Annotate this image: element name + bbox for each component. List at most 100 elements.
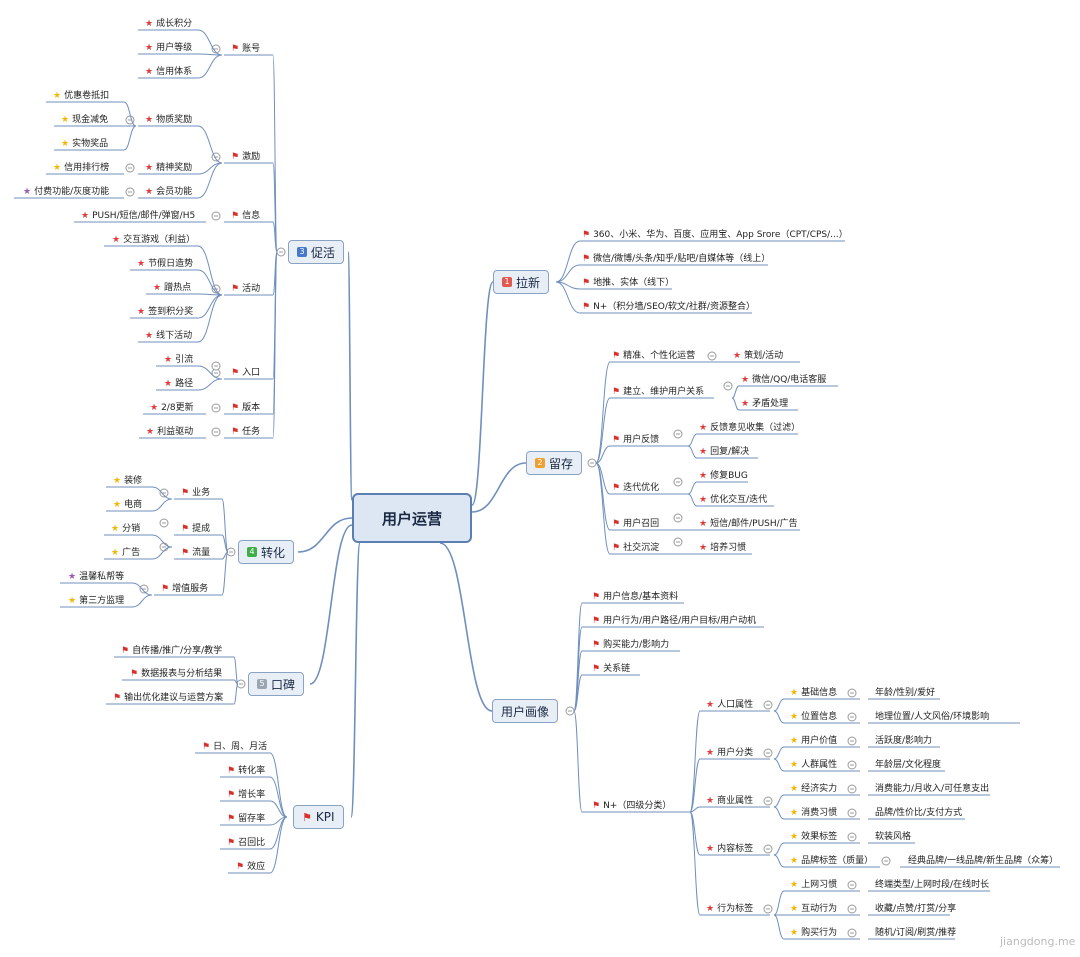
retention-detail[interactable]: ★培养习惯 (699, 543, 747, 553)
activation-leaf[interactable]: ★实物奖品 (61, 139, 109, 149)
central-topic[interactable]: 用户运营 (352, 493, 472, 543)
persona-detail[interactable]: 经典品牌/一线品牌/新生品牌（众筹） (908, 856, 1059, 866)
activation-detail[interactable]: ★引流 (164, 355, 194, 365)
persona-subcategory[interactable]: ★购买行为 (790, 928, 838, 938)
persona-detail[interactable]: 品牌/性价比/支付方式 (875, 808, 963, 818)
word-of-mouth-item[interactable]: ⚑输出优化建议与运营方案 (113, 693, 224, 703)
activation-detail[interactable]: ★蹭热点 (153, 283, 192, 293)
activation-detail[interactable]: ★用户等级 (145, 43, 193, 53)
persona-subcategory[interactable]: ★经济实力 (790, 784, 838, 794)
acquisition-item[interactable]: ⚑360、小米、华为、百度、应用宝、App Srore（CPT/CPS/...） (582, 230, 848, 240)
kpi-item[interactable]: ⚑转化率 (227, 766, 266, 776)
retention-topic[interactable]: ⚑精准、个性化运营 (612, 351, 696, 361)
persona-category[interactable]: ★人口属性 (706, 700, 754, 710)
persona-category[interactable]: ★用户分类 (706, 748, 754, 758)
activation-topic[interactable]: ⚑任务 (231, 427, 261, 437)
word-of-mouth-item[interactable]: ⚑自传播/推广/分享/教学 (121, 646, 223, 656)
conversion-detail[interactable]: ★广告 (111, 548, 141, 558)
activation-leaf[interactable]: ★付费功能/灰度功能 (23, 187, 110, 197)
persona-subcategory[interactable]: ★互动行为 (790, 904, 838, 914)
retention-topic[interactable]: ⚑用户召回 (612, 519, 660, 529)
persona-topic[interactable]: ⚑购买能力/影响力 (592, 640, 670, 650)
activation-topic[interactable]: ⚑版本 (231, 403, 261, 413)
activation-topic[interactable]: ⚑激励 (231, 152, 261, 162)
persona-subcategory[interactable]: ★基础信息 (790, 688, 838, 698)
activation-leaf[interactable]: ★优惠卷抵扣 (53, 91, 110, 101)
persona-detail[interactable]: 年龄层/文化程度 (875, 760, 942, 770)
persona-topic[interactable]: ⚑关系链 (592, 664, 631, 674)
retention-topic[interactable]: ⚑建立、维护用户关系 (612, 387, 705, 397)
retention-detail[interactable]: ★修复BUG (699, 471, 748, 481)
conversion-detail[interactable]: ★分销 (111, 524, 141, 534)
persona-topic[interactable]: ⚑用户信息/基本资料 (592, 592, 679, 602)
conversion-detail[interactable]: ★温馨私帮等 (68, 572, 125, 582)
kpi-item[interactable]: ⚑召回比 (227, 838, 266, 848)
persona-detail[interactable]: 年龄/性别/爱好 (875, 688, 936, 698)
retention-topic[interactable]: ⚑社交沉淀 (612, 543, 660, 553)
activation-detail[interactable]: ★信用体系 (145, 67, 193, 77)
conversion-detail[interactable]: ★电商 (113, 500, 143, 510)
retention-detail[interactable]: ★策划/活动 (733, 351, 784, 361)
activation-detail[interactable]: ★精神奖励 (145, 163, 193, 173)
retention-detail[interactable]: ★矛盾处理 (741, 399, 789, 409)
retention-detail[interactable]: ★短信/邮件/PUSH/广告 (699, 519, 798, 529)
activation-topic[interactable]: ⚑入口 (231, 368, 261, 378)
conversion-detail[interactable]: ★第三方监理 (68, 596, 125, 606)
word-of-mouth-item[interactable]: ⚑数据报表与分析结果 (130, 669, 223, 679)
activation-leaf[interactable]: ★信用排行榜 (53, 163, 110, 173)
conversion-topic[interactable]: ⚑提成 (181, 524, 211, 534)
activation-detail[interactable]: ★节假日造势 (137, 259, 194, 269)
activation-detail[interactable]: ★线下活动 (145, 331, 193, 341)
activation-detail[interactable]: ★签到积分奖 (137, 307, 194, 317)
branch-kpi[interactable]: ⚑KPI (293, 805, 344, 829)
activation-leaf[interactable]: ★现金减免 (61, 115, 109, 125)
retention-detail[interactable]: ★回复/解决 (699, 447, 750, 457)
persona-detail[interactable]: 活跃度/影响力 (875, 736, 933, 746)
retention-topic[interactable]: ⚑用户反馈 (612, 435, 660, 445)
retention-detail[interactable]: ★优化交互/迭代 (699, 495, 768, 505)
persona-category[interactable]: ★商业属性 (706, 796, 754, 806)
acquisition-item[interactable]: ⚑微信/微博/头条/知乎/贴吧/自媒体等（线上） (582, 254, 771, 264)
activation-detail[interactable]: ★物质奖励 (145, 115, 193, 125)
kpi-item[interactable]: ⚑增长率 (227, 790, 266, 800)
conversion-topic[interactable]: ⚑业务 (181, 488, 211, 498)
persona-detail[interactable]: 地理位置/人文风俗/环境影响 (875, 712, 990, 722)
acquisition-item[interactable]: ⚑地推、实体（线下） (582, 278, 675, 288)
persona-detail[interactable]: 消费能力/月收入/可任意支出 (875, 784, 990, 794)
persona-topic[interactable]: ⚑用户行为/用户路径/用户目标/用户动机 (592, 616, 757, 626)
persona-category[interactable]: ★内容标签 (706, 844, 754, 854)
activation-detail[interactable]: ★2/8更新 (150, 403, 194, 413)
persona-detail[interactable]: 收藏/点赞/打赏/分享 (875, 904, 957, 914)
conversion-topic[interactable]: ⚑流量 (181, 548, 211, 558)
persona-subcategory[interactable]: ★人群属性 (790, 760, 838, 770)
activation-detail[interactable]: ★会员功能 (145, 187, 193, 197)
persona-category[interactable]: ★行为标签 (706, 904, 754, 914)
activation-detail[interactable]: ★交互游戏（利益） (112, 235, 196, 245)
persona-subcategory[interactable]: ★用户价值 (790, 736, 838, 746)
persona-detail[interactable]: 终端类型/上网时段/在线时长 (875, 880, 990, 890)
branch-user-persona[interactable]: 用户画像 (492, 699, 559, 723)
activation-detail[interactable]: ★PUSH/短信/邮件/弹窗/H5 (81, 211, 196, 221)
persona-detail[interactable]: 软装风格 (875, 832, 912, 842)
activation-detail[interactable]: ★路径 (164, 379, 194, 389)
retention-detail[interactable]: ★反馈意见收集（过滤） (699, 423, 801, 433)
activation-topic[interactable]: ⚑信息 (231, 211, 261, 221)
persona-subcategory[interactable]: ★上网习惯 (790, 880, 838, 890)
retention-topic[interactable]: ⚑迭代优化 (612, 483, 660, 493)
kpi-item[interactable]: ⚑留存率 (227, 814, 266, 824)
activation-detail[interactable]: ★成长积分 (145, 19, 193, 29)
conversion-detail[interactable]: ★装修 (113, 476, 143, 486)
retention-detail[interactable]: ★微信/QQ/电话客服 (741, 375, 827, 385)
persona-subcategory[interactable]: ★品牌标签（质量） (790, 856, 874, 866)
activation-detail[interactable]: ★利益驱动 (146, 427, 194, 437)
acquisition-item[interactable]: ⚑N+（积分墙/SEO/软文/社群/资源整合） (582, 302, 755, 312)
persona-subcategory[interactable]: ★位置信息 (790, 712, 838, 722)
conversion-topic[interactable]: ⚑增值服务 (161, 584, 209, 594)
kpi-item[interactable]: ⚑效应 (236, 862, 266, 872)
persona-subcategory[interactable]: ★消费习惯 (790, 808, 838, 818)
